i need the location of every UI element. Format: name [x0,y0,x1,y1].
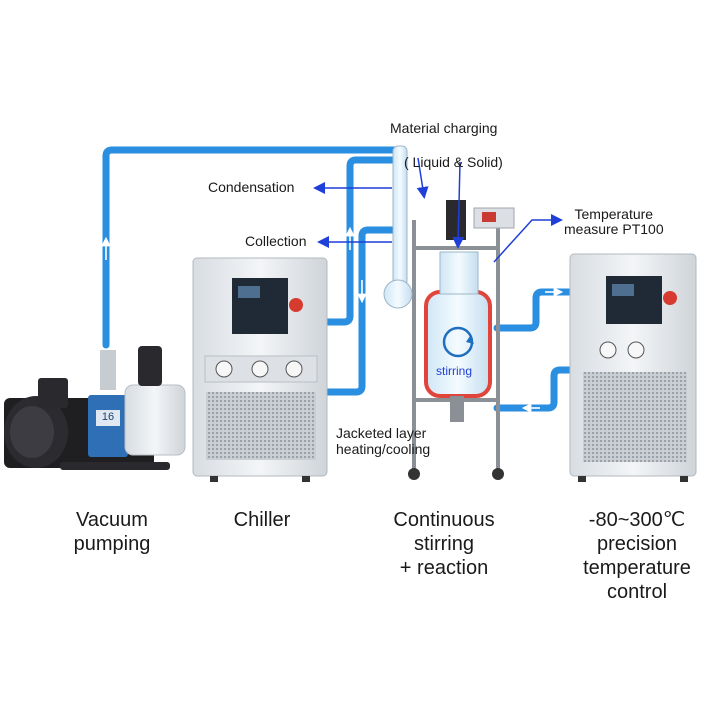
vacuum-pipe [102,146,402,349]
arrow-material-charging [452,161,465,249]
pipes [102,146,574,412]
collection-flask [383,279,413,309]
label-condensation: Condensation [208,179,295,195]
chiller-unit [192,257,328,482]
tcu-grille [583,372,687,462]
label-stirring: stirring [436,364,473,378]
stirrer-motor [446,200,466,240]
exhaust-filter [138,346,162,386]
arrow-temperature [493,214,563,263]
caption-temperature-control: -80~300℃ precision temperature control [583,509,691,603]
chiller-return-pipe [322,226,402,396]
pump-junction-box [38,378,68,408]
label-collection: Collection [245,233,307,249]
chiller-power-switch [289,298,303,312]
caption-chiller: Chiller [233,509,291,531]
reactor-assembly [383,145,515,480]
jacket-pipe-lower [493,366,574,412]
pump-display [96,410,120,426]
arrow-liquid-solid [416,157,429,199]
chiller-grille [206,392,316,460]
vacuum-pump [4,346,186,470]
label-liquid-solid: ( Liquid & Solid) [404,154,503,170]
caption-continuous-stirring: Continuous stirring + reaction [393,509,495,579]
flow-arrows [101,226,564,413]
jacketed-vessel [424,290,492,398]
label-jacketed-layer: Jacketed layer heating/cooling [336,425,431,457]
label-temperature-measure: Temperature measure PT100 [564,206,664,237]
temperature-control-unit [569,253,697,482]
caption-vacuum-pumping: Vacuum pumping [73,509,151,555]
tcu-power-switch [663,291,677,305]
pump-display-value: 16 [101,411,115,423]
jacket-pipe-upper [493,288,574,332]
annotation-arrows [313,157,563,263]
tcu-control-panel [606,276,662,324]
label-material-charging: Material charging [390,120,498,136]
